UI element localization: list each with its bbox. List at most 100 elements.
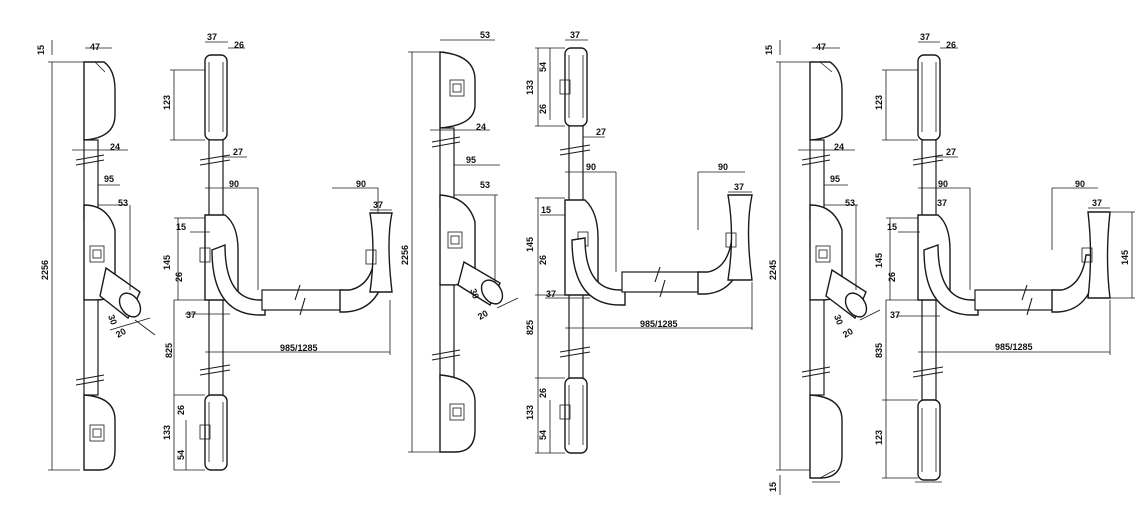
- dim-label: 20: [114, 326, 128, 340]
- dim-label: 15: [768, 482, 778, 492]
- dim-label: 95: [104, 174, 114, 184]
- dim-label: 27: [946, 147, 956, 157]
- dim-label: 20: [841, 326, 855, 340]
- dim-label: 123: [874, 430, 884, 445]
- dim-label: 37: [207, 32, 217, 42]
- dim-label: 47: [90, 42, 100, 52]
- dim-label: 37: [1092, 198, 1102, 208]
- bottom-latch-front: [917, 399, 941, 481]
- dim-label: 30: [468, 287, 481, 300]
- dim-label: 30: [106, 313, 119, 326]
- view-side-profile-3: 15 47 24 95 53 2245 30 20 15: [764, 40, 881, 495]
- dim-label: 2245: [768, 260, 778, 280]
- dim-label: 26: [174, 272, 184, 282]
- bottom-latch-front: [564, 377, 588, 454]
- view-front-bar-3: 37 26 123 27 90 90 37 15 145 26 37 37 98…: [874, 32, 1135, 483]
- dim-label: 123: [162, 95, 172, 110]
- dim-label: 30: [832, 313, 845, 326]
- push-bar-end-cap: [1087, 211, 1111, 299]
- push-bar-end-cap: [727, 194, 753, 281]
- dim-label: 26: [887, 272, 897, 282]
- dim-label: 54: [176, 450, 186, 460]
- dim-labels-view3: 53 24 95 53 2256 30 20: [400, 30, 490, 322]
- view-side-profile-2: 53 24 95 53 2256 30 20: [400, 30, 519, 453]
- dim-label: 37: [937, 198, 947, 208]
- view-side-profile-1: 15 47 24 95 53 2256 30 20: [36, 40, 156, 471]
- dim-label: 37: [373, 200, 383, 210]
- dim-label: 53: [845, 198, 855, 208]
- dim-label: 90: [718, 162, 728, 172]
- push-bar-arm-left: [923, 244, 979, 316]
- dim-label: 145: [874, 253, 884, 268]
- dim-label: 26: [538, 104, 548, 114]
- dim-label: 95: [466, 155, 476, 165]
- bottom-latch-housing: [439, 374, 476, 453]
- dim-label: 27: [596, 127, 606, 137]
- dim-label: 133: [162, 425, 172, 440]
- dim-label: 123: [874, 95, 884, 110]
- top-latch-housing: [439, 51, 476, 129]
- dim-label: 145: [1120, 250, 1130, 265]
- dim-label: 24: [476, 122, 486, 132]
- push-bar-end-cap: [369, 212, 393, 293]
- top-latch-front: [564, 47, 588, 127]
- dim-label: 24: [834, 142, 844, 152]
- dim-label: 825: [164, 343, 174, 358]
- dim-label: 835: [874, 343, 884, 358]
- dim-label: 145: [162, 255, 172, 270]
- dim-label: 53: [480, 180, 490, 190]
- dim-labels-view5: 15 47 24 95 53 2245 30 20 15: [764, 42, 855, 492]
- dim-labels-view1: 15 47 24 95 53 2256 30 20: [36, 42, 128, 340]
- push-bar-arm-left: [211, 243, 266, 316]
- top-latch-front: [917, 54, 941, 141]
- dim-label: 24: [110, 142, 120, 152]
- dim-label: 90: [229, 179, 239, 189]
- dim-label: 37: [734, 182, 744, 192]
- bottom-latch-housing: [83, 394, 116, 471]
- dim-label: 985/1285: [995, 342, 1033, 352]
- dim-label: 37: [546, 289, 556, 299]
- dim-label: 133: [525, 80, 535, 95]
- top-latch-front: [204, 54, 228, 141]
- dim-label: 15: [764, 45, 774, 55]
- dim-label: 95: [830, 174, 840, 184]
- dim-label: 54: [538, 62, 548, 72]
- dim-label: 53: [480, 30, 490, 40]
- dim-label: 27: [233, 147, 243, 157]
- dim-labels-view6: 37 26 123 27 90 90 37 15 145 26 37 37 98…: [874, 32, 1130, 445]
- bottom-latch-housing: [809, 394, 843, 479]
- dim-label: 90: [356, 179, 366, 189]
- dim-labels-view4: 37 54 133 26 27 90 90 37 15 145 26 37 98…: [525, 30, 744, 440]
- dim-label: 2256: [400, 245, 410, 265]
- dim-label: 15: [887, 222, 897, 232]
- dim-label: 54: [538, 430, 548, 440]
- dim-labels-view2: 37 26 123 27 90 90 37 15 145 26 37 985/1…: [162, 32, 383, 460]
- dim-label: 37: [570, 30, 580, 40]
- dim-label: 90: [586, 162, 596, 172]
- top-latch-housing: [809, 61, 843, 141]
- dim-label: 26: [234, 40, 244, 50]
- dim-label: 26: [946, 40, 956, 50]
- dim-label: 985/1285: [640, 319, 678, 329]
- dim-label: 26: [538, 388, 548, 398]
- dim-label: 825: [525, 320, 535, 335]
- dim-label: 47: [816, 42, 826, 52]
- view-front-bar-1: 37 26 123 27 90 90 37 15 145 26 37 985/1…: [162, 32, 393, 471]
- view-front-bar-2: 37 54 133 26 27 90 90 37 15 145 26 37 98…: [525, 30, 753, 454]
- dim-label: 37: [890, 310, 900, 320]
- dim-label: 90: [1075, 179, 1085, 189]
- dim-label: 37: [186, 310, 196, 320]
- dim-label: 2256: [40, 260, 50, 280]
- dim-label: 26: [538, 255, 548, 265]
- dim-label: 15: [36, 45, 46, 55]
- dim-label: 37: [920, 32, 930, 42]
- dim-label: 15: [541, 205, 551, 215]
- dim-label: 20: [476, 308, 490, 322]
- dim-label: 133: [525, 405, 535, 420]
- dim-label: 145: [525, 237, 535, 252]
- push-bar-arm-left: [571, 237, 626, 306]
- dim-label: 985/1285: [280, 343, 318, 353]
- top-latch-housing: [83, 61, 116, 141]
